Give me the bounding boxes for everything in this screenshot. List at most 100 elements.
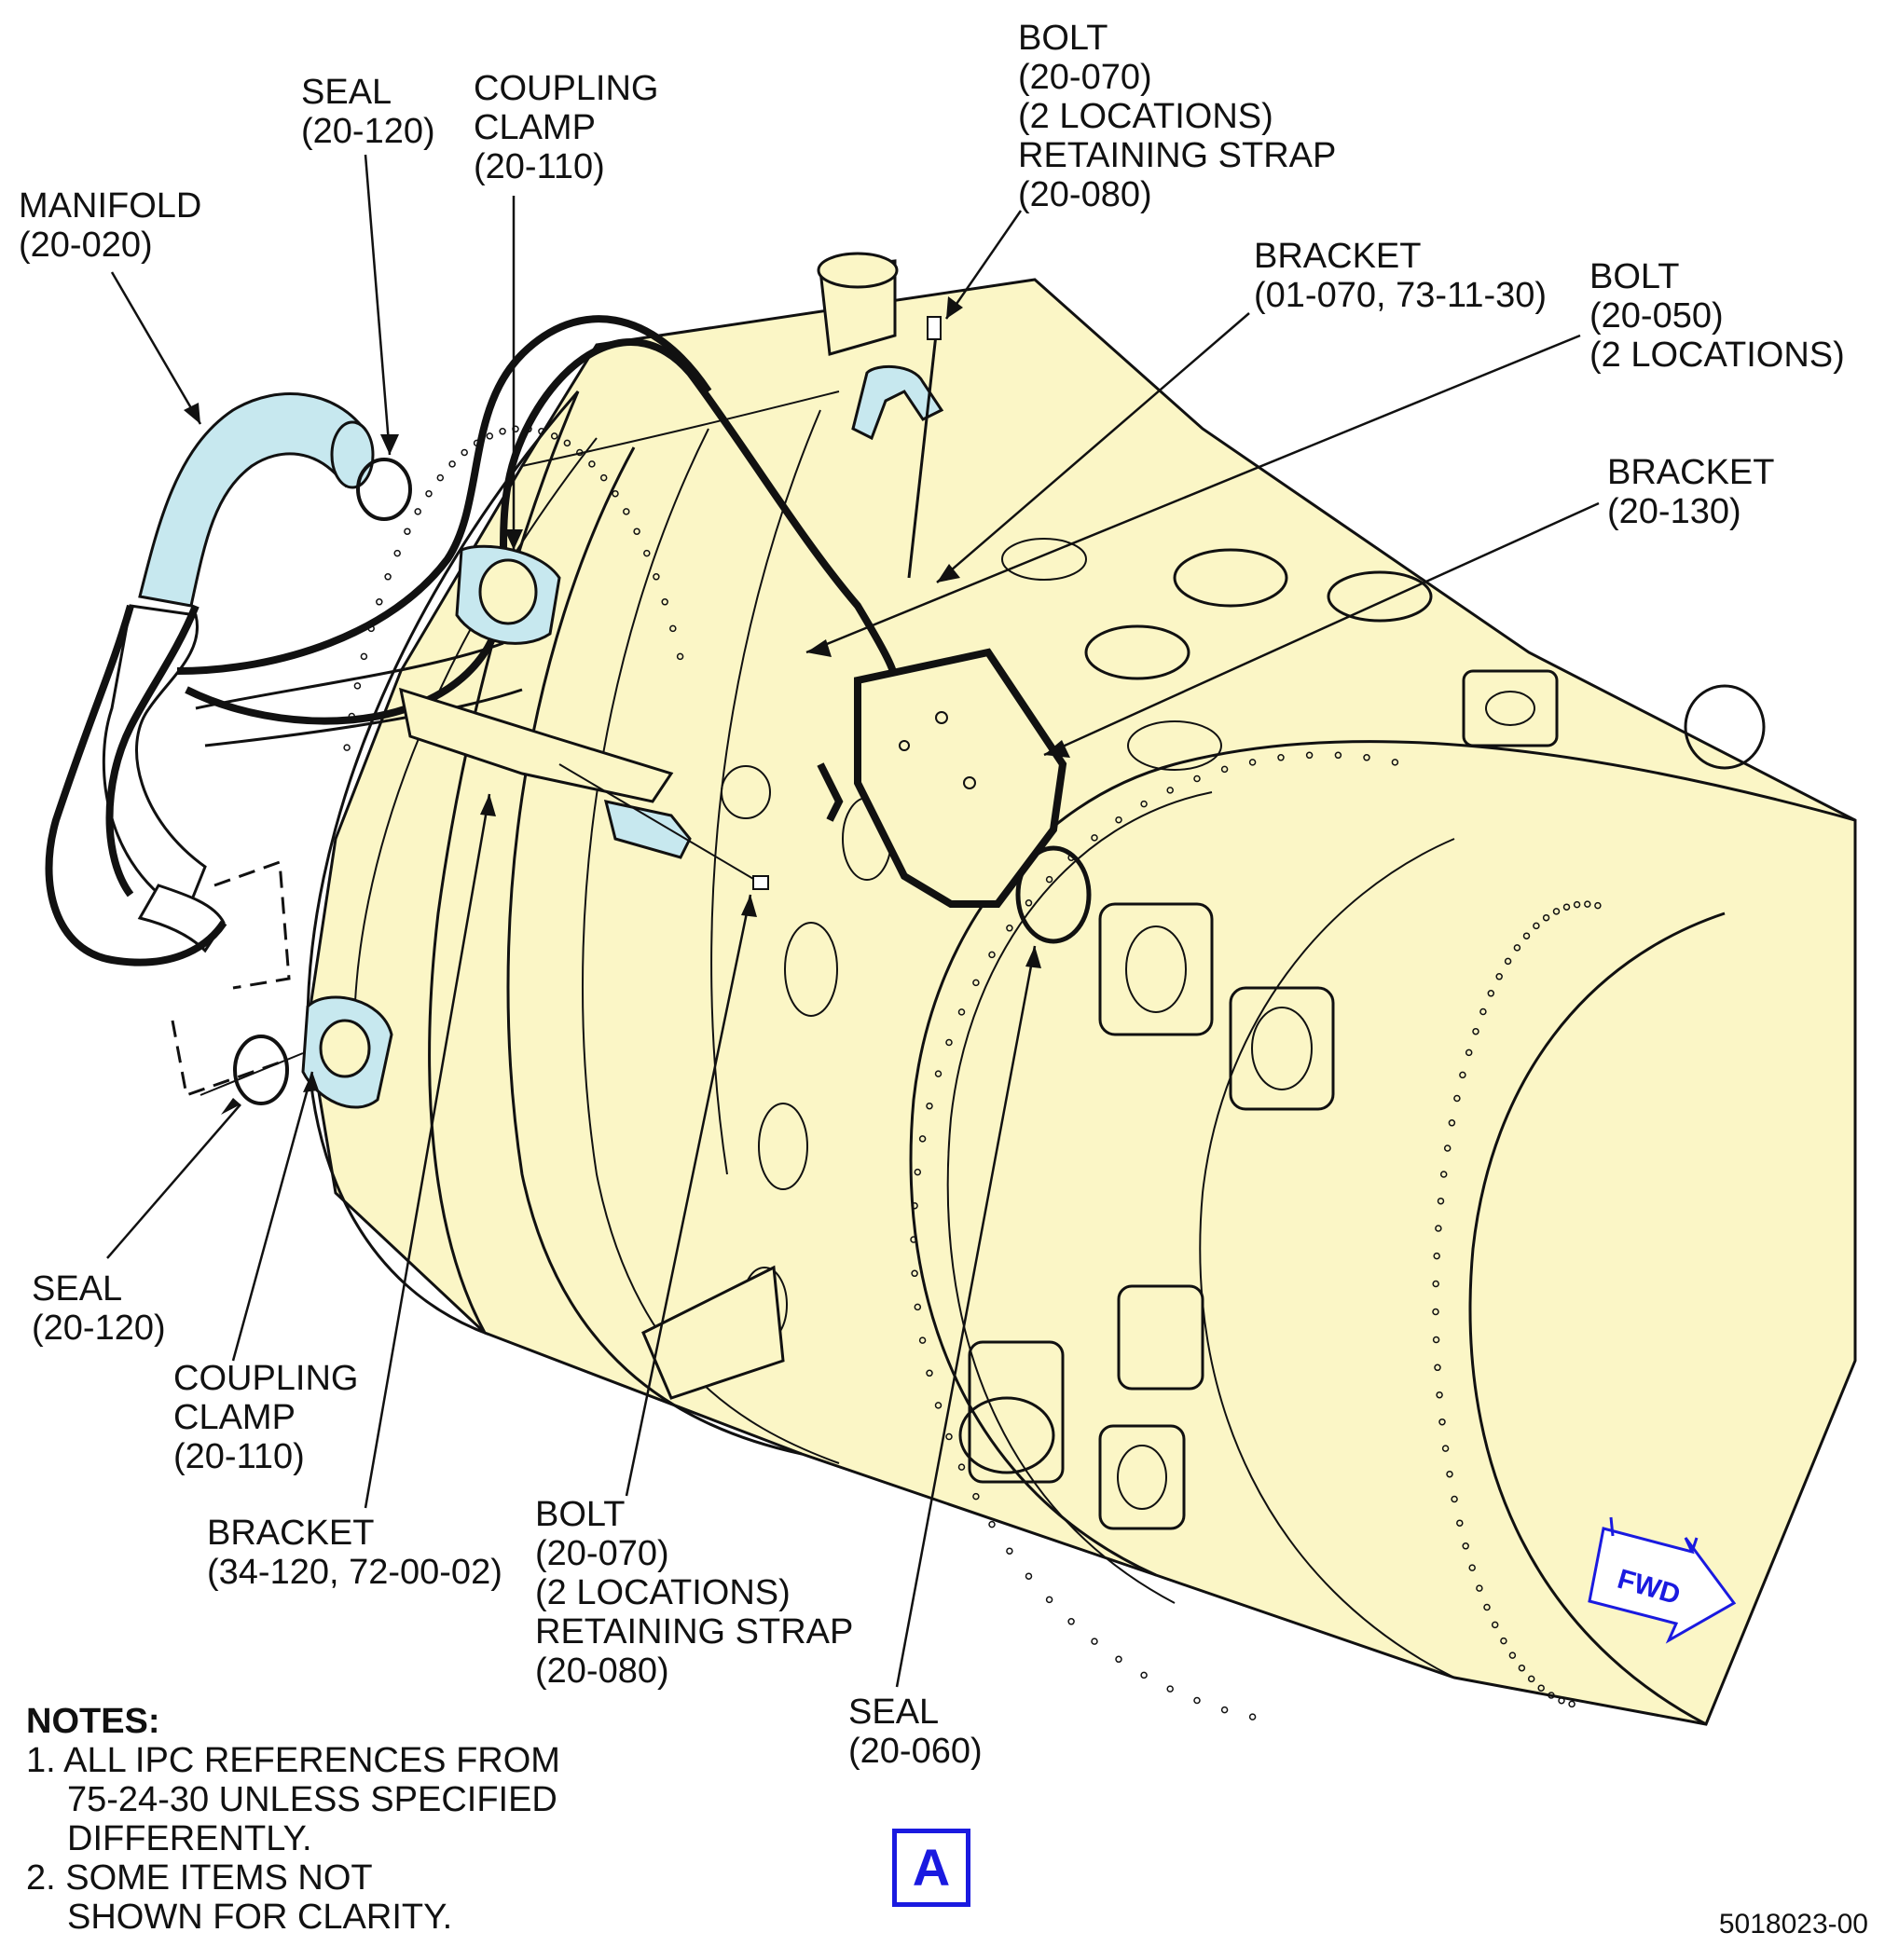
bolt-hole bbox=[1508, 1652, 1517, 1659]
leader-seal-top bbox=[364, 154, 392, 456]
bolt-hole bbox=[1334, 751, 1342, 760]
leader-bracket-0170 bbox=[936, 312, 1250, 583]
bolt-hole bbox=[1548, 1692, 1555, 1699]
bolt-hole bbox=[926, 1369, 933, 1377]
bolt-hole bbox=[612, 489, 619, 498]
callout-seal-20060: SEAL (20-060) bbox=[848, 1693, 983, 1771]
coupling-clamps bbox=[200, 544, 561, 1109]
leader-manifold bbox=[110, 271, 202, 425]
leader-seal-bottom bbox=[106, 1103, 241, 1259]
bolt-hole bbox=[1441, 1445, 1450, 1452]
bolt-hole bbox=[1594, 901, 1602, 910]
bolt-hole bbox=[1435, 1225, 1442, 1232]
bolt-hole bbox=[1305, 751, 1314, 760]
bolt-hole bbox=[1558, 1696, 1565, 1705]
bolt-hole bbox=[1248, 759, 1257, 766]
bolt-hole bbox=[988, 951, 996, 959]
bolt-hole bbox=[1433, 1252, 1440, 1260]
bolt-hole bbox=[393, 549, 401, 557]
bolt-hole bbox=[1504, 957, 1512, 966]
bolt-hole bbox=[376, 598, 383, 606]
bolt-hole bbox=[1220, 765, 1229, 774]
bolt-hole bbox=[1456, 1519, 1464, 1527]
leader-bracket-34120 bbox=[364, 793, 491, 1509]
bolt-hole bbox=[1483, 1603, 1491, 1611]
bolt-hole bbox=[1277, 754, 1285, 761]
bolt-hole bbox=[1091, 1638, 1098, 1645]
bolt-hole bbox=[1220, 1706, 1229, 1714]
bolt-hole bbox=[1468, 1564, 1476, 1571]
bolt-hole bbox=[1432, 1280, 1439, 1288]
bolt-hole bbox=[436, 473, 445, 482]
leader-bolt-20050 bbox=[805, 334, 1581, 654]
bolt-hole bbox=[1091, 834, 1098, 842]
bolt-hole bbox=[653, 573, 660, 581]
bolt-hole bbox=[1432, 1308, 1439, 1316]
bolt-hole bbox=[1436, 1391, 1443, 1399]
bolt-hole bbox=[918, 1336, 927, 1344]
bolt-hole bbox=[1166, 787, 1174, 794]
callout-bolt-top: BOLT (20-070) (2 LOCATIONS) RETAINING ST… bbox=[1018, 19, 1337, 214]
bolt-hole bbox=[1025, 899, 1033, 907]
bolt-hole bbox=[1562, 903, 1571, 911]
bolt-hole bbox=[643, 549, 651, 557]
manifold-tube bbox=[45, 315, 899, 1097]
view-label-box: A bbox=[892, 1829, 970, 1907]
bolt-hole bbox=[1025, 1572, 1033, 1580]
bolt-hole bbox=[945, 1432, 953, 1441]
bolt-hole bbox=[957, 1463, 966, 1471]
bolt-hole bbox=[1437, 1197, 1445, 1205]
bolt-hole bbox=[1487, 990, 1495, 997]
bolt-hole bbox=[1500, 1637, 1507, 1645]
callout-bolt-20050: BOLT (20-050) (2 LOCATIONS) bbox=[1589, 257, 1845, 375]
bolt-hole bbox=[1491, 1621, 1499, 1629]
bolt-hole bbox=[414, 508, 421, 515]
leader-bolt-top bbox=[944, 210, 1023, 320]
bolt-hole bbox=[576, 448, 584, 457]
leader-arrowheads bbox=[184, 296, 1070, 1115]
forward-direction-arrow: FWD bbox=[1588, 1516, 1737, 1644]
bolt-hole bbox=[404, 528, 411, 535]
bolt-hole bbox=[538, 428, 545, 435]
bolt-hole bbox=[448, 460, 456, 468]
bolt-hole bbox=[1459, 1071, 1466, 1079]
bolt-hole bbox=[911, 1201, 918, 1210]
bolt-hole bbox=[1495, 973, 1503, 980]
bolt-hole bbox=[926, 1102, 933, 1110]
bolt-hole bbox=[1542, 913, 1550, 922]
bolt-hole bbox=[1363, 754, 1370, 761]
bolt-hole bbox=[599, 473, 608, 482]
bolt-hole bbox=[1476, 1584, 1483, 1592]
coupling-clamp-lower bbox=[301, 995, 393, 1109]
bolt-hole bbox=[563, 439, 571, 447]
bolt-hole bbox=[914, 1168, 922, 1176]
bolt-hole bbox=[676, 652, 684, 661]
bolt-hole bbox=[911, 1269, 918, 1278]
bolt-hole bbox=[972, 979, 980, 987]
bolt-hole bbox=[353, 682, 362, 690]
callout-coupling-clamp-bottom: COUPLING CLAMP (20-110) bbox=[173, 1359, 359, 1476]
notes-heading: NOTES: bbox=[26, 1702, 160, 1741]
bolt-hole bbox=[360, 652, 368, 661]
bolt-hole bbox=[1115, 816, 1122, 824]
note-2-line-2: SHOWN FOR CLARITY. bbox=[67, 1898, 453, 1937]
coupling-clamp-upper bbox=[455, 544, 561, 645]
bolt-hole bbox=[1006, 1547, 1013, 1555]
bolt-hole bbox=[669, 624, 677, 633]
leader-lines bbox=[106, 154, 1600, 1688]
bolt-hole bbox=[1446, 1470, 1453, 1478]
bolt-hole bbox=[934, 1070, 942, 1077]
seal-ring-20060 bbox=[1015, 845, 1092, 944]
bolt-hole bbox=[633, 528, 640, 535]
bolt-hole bbox=[1552, 908, 1561, 915]
bolt-hole bbox=[1462, 1542, 1469, 1550]
bolt-hole bbox=[1432, 1336, 1440, 1344]
bolt-hole bbox=[945, 1038, 953, 1047]
bolt-hole bbox=[934, 1402, 942, 1409]
bolt-hole bbox=[1006, 925, 1013, 932]
bolt-hole bbox=[1472, 1027, 1479, 1035]
bolt-hole bbox=[486, 432, 494, 440]
callout-manifold: MANIFOLD (20-020) bbox=[19, 186, 202, 265]
